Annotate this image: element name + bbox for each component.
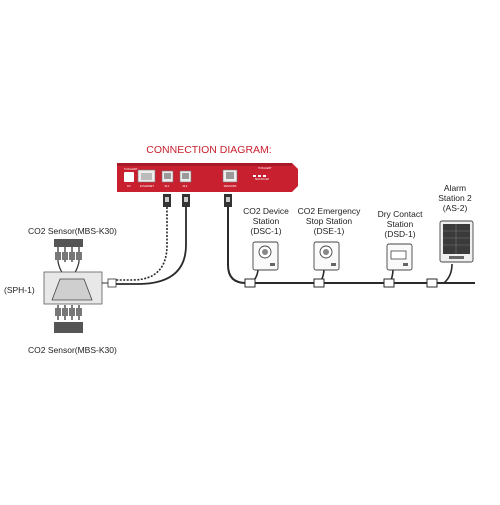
dsc-label-line3: (DSC-1) [250, 226, 281, 236]
controller-model: MACRO-E8 [255, 177, 269, 181]
ethernet-port-socket [141, 173, 152, 180]
top-sensor-3 [68, 239, 76, 247]
controller-brand-left: TOXALERT [124, 167, 138, 171]
port-label-rl1: RL1 [165, 184, 170, 188]
dse-indicator [331, 263, 336, 266]
rl2-cable [116, 207, 187, 285]
bus-connectors [244, 278, 438, 288]
bottom-plug-1 [55, 308, 61, 316]
controller-brand-right: TOXALERT [258, 166, 272, 170]
rl1-plug-contact [165, 197, 169, 202]
dse-station-device [313, 241, 340, 271]
as2-alarm-device [439, 220, 474, 263]
controller-top-edge [117, 163, 292, 166]
port-label-sensors: SENSORS [224, 184, 237, 188]
dsc-label-line1: CO2 Device [243, 206, 289, 216]
controller-body [117, 163, 298, 192]
dsd-label-line1: Dry Contact [378, 209, 424, 219]
dc-port [124, 172, 134, 182]
sensor-label-top: CO2 Sensor(MBS-K30) [28, 226, 117, 236]
dsc-tee-connector [244, 278, 256, 288]
hub-connector [107, 278, 117, 288]
port-label-ethernet: ETHERNET [140, 184, 154, 188]
bottom-sensor-1 [54, 322, 62, 333]
top-sensor-cables [57, 246, 80, 262]
as2-label-line1: Alarm [444, 183, 466, 193]
as2-label-line2: Station 2 [438, 193, 472, 203]
sph1-hub [43, 271, 117, 305]
port-label-rl2: RL2 [183, 184, 188, 188]
hub-texture [43, 271, 103, 305]
bottom-plug-2 [62, 308, 68, 316]
dsc-label-line2: Station [253, 216, 280, 226]
status-led-1 [253, 175, 256, 177]
top-sensor-1 [54, 239, 62, 247]
as2-drop-cable [443, 263, 453, 284]
bottom-co2-sensors [54, 308, 83, 333]
rl1-cable [116, 207, 168, 281]
diagram-title: CONNECTION DIAGRAM: [146, 144, 271, 156]
as2-label-line3: (AS-2) [443, 203, 468, 213]
dsc-button [262, 249, 268, 255]
bottom-plug-4 [76, 308, 82, 316]
rl2-port-socket [182, 173, 189, 179]
dse-label-line3: (DSE-1) [314, 226, 345, 236]
dsc-station-device [252, 241, 279, 271]
dsd-tee-connector [383, 278, 395, 288]
rl2-plug-contact [184, 197, 188, 202]
bottom-sensor-3 [68, 322, 76, 333]
dsd-indicator [403, 263, 408, 266]
dsc-indicator [270, 263, 275, 266]
bottom-plug-3 [69, 308, 75, 316]
rl1-port-socket [164, 173, 171, 179]
status-led-2 [258, 175, 261, 177]
controller-plugs [163, 194, 232, 207]
sensors-port-socket [226, 172, 234, 179]
as2-tee-connector [426, 278, 438, 288]
as2-indicator [449, 256, 464, 259]
port-label-dc: DC [127, 184, 131, 188]
dsd-terminal-block [390, 250, 407, 260]
dse-label-line2: Stop Station [306, 216, 353, 226]
dsd-station-device [386, 243, 413, 271]
dse-tee-connector [313, 278, 325, 288]
bottom-sensor-cables [57, 305, 80, 320]
top-plug-3 [69, 252, 75, 260]
dse-button [323, 249, 329, 255]
top-plug-1 [55, 252, 61, 260]
controller-unit: TOXALERT TOXALERT DC ETHERNET RL1 RL2 SE… [117, 163, 298, 192]
top-cable-bends [57, 261, 80, 273]
dse-label-line1: CO2 Emergency [298, 206, 362, 216]
hub-inner-plate [51, 278, 93, 301]
top-co2-sensors [54, 239, 83, 260]
hub-label: (SPH-1) [4, 285, 35, 295]
bottom-sensor-4 [75, 322, 83, 333]
top-sensor-2 [61, 239, 69, 247]
top-sensor-4 [75, 239, 83, 247]
dsd-label-line2: Station [387, 219, 414, 229]
as2-display [443, 224, 470, 254]
sensors-plug-contact [226, 197, 230, 202]
top-plug-4 [76, 252, 82, 260]
status-led-3 [263, 175, 266, 177]
sensor-label-bottom: CO2 Sensor(MBS-K30) [28, 345, 117, 355]
dsd-label-line3: (DSD-1) [384, 229, 415, 239]
top-plug-2 [62, 252, 68, 260]
bottom-sensor-2 [61, 322, 69, 333]
